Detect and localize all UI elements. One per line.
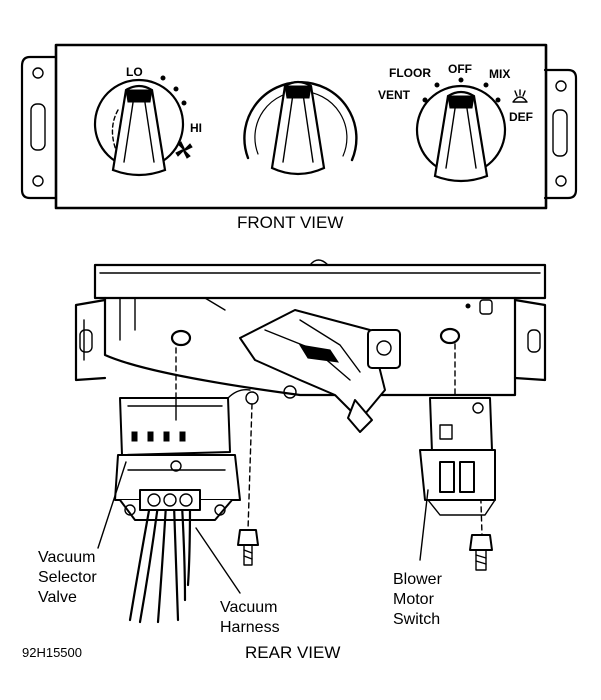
mode-selector-knob[interactable] <box>415 84 507 183</box>
hi-label: HI <box>190 121 202 135</box>
mounting-screw-left <box>237 529 259 566</box>
right-mounting-ear <box>543 68 578 200</box>
left-mounting-ear <box>20 55 58 200</box>
off-label: OFF <box>448 62 472 76</box>
leader-blower-motor-switch <box>419 489 429 561</box>
fan-speed-knob[interactable] <box>93 78 185 177</box>
front-control-panel: LO HI FLOOR OFF <box>20 43 578 210</box>
lo-label: LO <box>126 65 143 79</box>
vacuum-harness <box>128 489 201 624</box>
leader-vacuum-selector-valve <box>97 461 127 549</box>
floor-label: FLOOR <box>389 66 431 80</box>
mix-label: MIX <box>489 67 510 81</box>
blower-motor-switch <box>419 397 496 516</box>
temperature-cable-bracket <box>239 309 386 421</box>
leader-vacuum-harness <box>195 527 241 594</box>
rear-mount-hole-left <box>170 329 192 347</box>
front-view-caption: FRONT VIEW <box>237 213 343 232</box>
def-label: DEF <box>509 110 533 124</box>
rear-mount-hole-right <box>439 327 461 345</box>
vent-label: VENT <box>378 88 411 102</box>
temperature-knob[interactable] <box>243 80 358 176</box>
vacuum-harness-label: Vacuum Harness <box>220 599 282 636</box>
figure-id: 92H15500 <box>22 645 82 660</box>
rear-view-caption: REAR VIEW <box>245 643 340 662</box>
rear-control-housing <box>74 259 547 433</box>
vacuum-selector-valve-label: Vacuum Selector Valve <box>38 549 101 606</box>
mounting-screw-right <box>469 534 493 571</box>
blower-motor-switch-label: Blower Motor Switch <box>393 571 446 628</box>
fan-icon <box>175 141 193 159</box>
control-bezel <box>54 43 548 210</box>
defrost-icon <box>512 89 528 103</box>
